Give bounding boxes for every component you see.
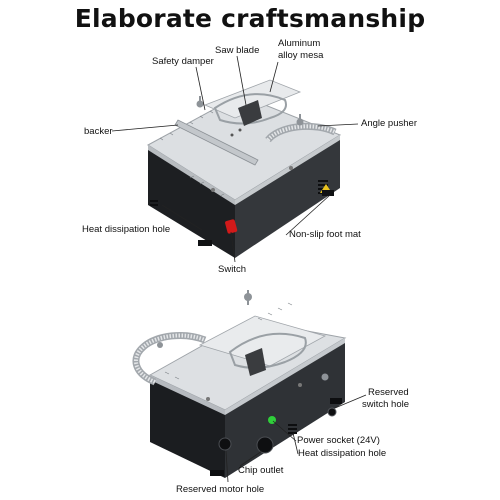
top-saw-backer	[174, 119, 259, 166]
bottom-saw-image	[132, 290, 347, 478]
top-saw-body-right	[235, 135, 340, 258]
label-aluminum-line1: Aluminum	[278, 38, 321, 49]
bottom-saw-chip-outlet	[256, 436, 274, 454]
label-backer: backer	[84, 126, 113, 137]
label-non-slip: Non-slip foot mat	[289, 229, 361, 240]
bottom-saw-switch-hole	[327, 407, 337, 417]
label-safety-damper: Safety damper	[152, 56, 214, 67]
top-saw-body-left	[148, 145, 235, 258]
top-saw-blade-guard	[213, 93, 287, 125]
label-angle-pusher: Angle pusher	[361, 118, 417, 129]
bottom-saw-body-right	[225, 338, 345, 478]
label-power-socket: Power socket (24V)	[297, 435, 380, 446]
label-switch: Switch	[218, 264, 246, 275]
page-title: Elaborate craftsmanship	[74, 4, 426, 33]
label-aluminum-line2: alloy mesa	[278, 50, 324, 61]
label-heat-hole-bottom: Heat dissipation hole	[298, 448, 387, 459]
label-saw-blade: Saw blade	[215, 45, 260, 56]
top-saw-image	[147, 79, 342, 258]
top-saw-blade	[238, 100, 262, 126]
callout-lines	[111, 55, 367, 483]
label-reserved-switch-line1: Reserved	[368, 387, 409, 398]
bottom-saw-body-left	[150, 375, 225, 478]
label-heat-hole-top: Heat dissipation hole	[82, 224, 171, 235]
label-chip-outlet: Chip outlet	[238, 465, 284, 476]
label-reserved-switch-line2: switch hole	[362, 399, 409, 410]
bottom-saw-motor-hole	[218, 437, 232, 451]
bottom-saw-blade	[245, 348, 266, 376]
label-reserved-motor: Reserved motor hole	[176, 484, 265, 495]
top-saw-switch	[225, 219, 238, 234]
